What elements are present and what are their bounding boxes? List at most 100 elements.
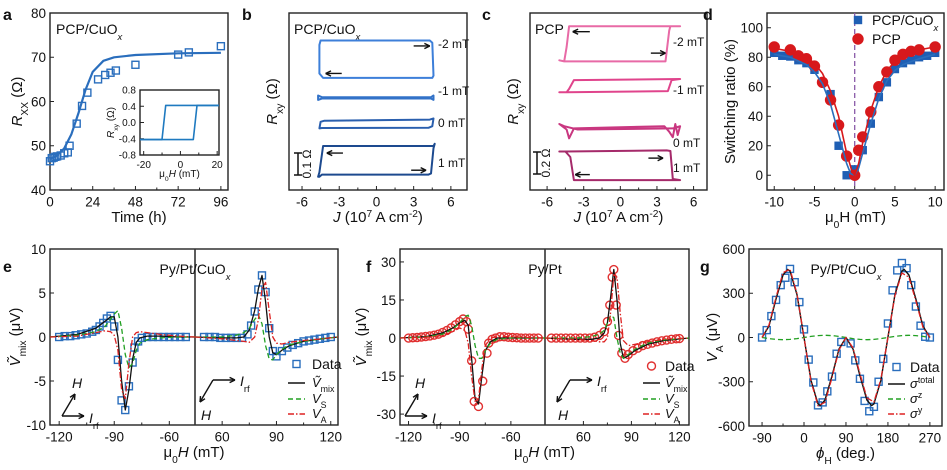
- y-tick-label: 20: [748, 139, 763, 154]
- x-axis-label: μ0H (mT): [159, 169, 200, 183]
- data-point: [131, 60, 140, 69]
- y-tick-label: 80: [748, 50, 763, 65]
- fit-curve: [774, 46, 936, 177]
- label-part: H: [528, 444, 539, 461]
- field-direction-arrow-head: [556, 395, 563, 403]
- label-part: x: [932, 23, 939, 34]
- data-point: [272, 352, 281, 361]
- label-part: mix: [321, 384, 335, 394]
- panel-label: g: [700, 259, 710, 276]
- y-tick-label: 70: [31, 50, 46, 65]
- y-tick-label: 40: [748, 109, 763, 124]
- y-tick-label: 15: [381, 293, 396, 308]
- label-part: V: [665, 391, 675, 406]
- label-part: total: [918, 375, 935, 385]
- y-axis-label: Rxy (Ω): [106, 107, 120, 138]
- data-point: [929, 41, 941, 53]
- label-part: μ: [164, 444, 173, 461]
- series-1: [317, 94, 435, 101]
- label-part: (10: [581, 209, 607, 226]
- sweep-arrow-head: [325, 70, 332, 77]
- x-tick-label: -3: [333, 195, 345, 210]
- x-tick-label: -5: [808, 195, 820, 210]
- y-tick-label: -300: [718, 375, 745, 390]
- y-tick-label: 0: [755, 168, 763, 183]
- panel-label: b: [242, 7, 252, 24]
- x-tick-label: 72: [171, 195, 186, 210]
- data-point: [799, 325, 809, 334]
- label-part: (μV): [7, 308, 24, 341]
- y-tick-label: -600: [718, 419, 745, 434]
- field-label: -2 mT: [673, 35, 705, 49]
- x-tick-label: 0: [617, 195, 625, 210]
- label-part: PCP/CuO: [56, 21, 118, 37]
- label-part: H: [824, 456, 831, 467]
- x-tick-label: 3: [410, 195, 418, 210]
- data-point: [575, 333, 585, 343]
- y-tick-label: 40: [31, 183, 46, 198]
- panel-label: d: [703, 7, 713, 24]
- y-tick-label: 0.4: [122, 102, 136, 113]
- y-tick-label: 60: [31, 94, 46, 109]
- field-direction-arrow-head: [69, 393, 76, 401]
- x-axis-label: J (107 A cm-2): [573, 209, 664, 227]
- label-part: mix: [674, 384, 688, 394]
- label-part: S: [674, 400, 680, 410]
- panel-label: a: [3, 7, 12, 24]
- label-part: σ: [910, 376, 919, 391]
- label-part: V: [704, 350, 721, 362]
- data-point: [293, 338, 303, 348]
- series-2: [558, 123, 682, 140]
- label-part: I: [597, 373, 601, 389]
- label-part: Switching ratio (%): [722, 39, 739, 164]
- label-part: H: [169, 169, 177, 180]
- label-part: XX: [20, 102, 31, 116]
- series-3: [317, 142, 436, 178]
- label-part: σ: [910, 406, 919, 421]
- scale-bar: [533, 151, 541, 175]
- legend-label: Data: [910, 359, 940, 375]
- data-point: [883, 319, 893, 328]
- panel-title: Py/Pt: [528, 261, 562, 277]
- x-tick-label: -90: [450, 430, 470, 445]
- h-label: H: [558, 407, 569, 423]
- x-tick-label: 96: [213, 195, 228, 210]
- data-point: [893, 266, 902, 275]
- x-tick-label: 6: [447, 195, 455, 210]
- y-tick-label: 5: [38, 286, 46, 301]
- x-tick-label: 0: [373, 195, 381, 210]
- data-point: [925, 333, 935, 342]
- x-tick-label: 6: [690, 195, 698, 210]
- h-label: H: [415, 375, 426, 391]
- label-part: V: [312, 391, 322, 406]
- series-1: [399, 268, 690, 405]
- label-part: R: [106, 131, 117, 138]
- data-point: [216, 41, 226, 51]
- y-tick-label: 600: [722, 242, 745, 257]
- h-label: H: [72, 375, 83, 391]
- field-direction-arrow: [556, 379, 571, 403]
- data-point: [762, 325, 771, 335]
- y-tick-label: 300: [722, 286, 745, 301]
- label-part: (Ω): [9, 77, 26, 102]
- data-point: [137, 333, 146, 343]
- label-part: I: [89, 410, 93, 426]
- label-part: 7: [607, 209, 613, 220]
- x-tick-label: 0: [46, 195, 54, 210]
- field-direction-arrow: [404, 393, 419, 417]
- series-0: [318, 39, 435, 79]
- y-tick-label: 0: [38, 330, 46, 345]
- data-point: [865, 407, 874, 416]
- x-tick-label: 24: [85, 195, 101, 210]
- series-1: [49, 51, 221, 160]
- y-axis-label: VA (μV): [704, 313, 726, 363]
- label-part: rf: [244, 384, 250, 395]
- plot-frame: [139, 89, 220, 156]
- data-point: [897, 258, 907, 268]
- x-tick-label: -60: [501, 430, 521, 445]
- hysteresis-loop: [317, 94, 435, 101]
